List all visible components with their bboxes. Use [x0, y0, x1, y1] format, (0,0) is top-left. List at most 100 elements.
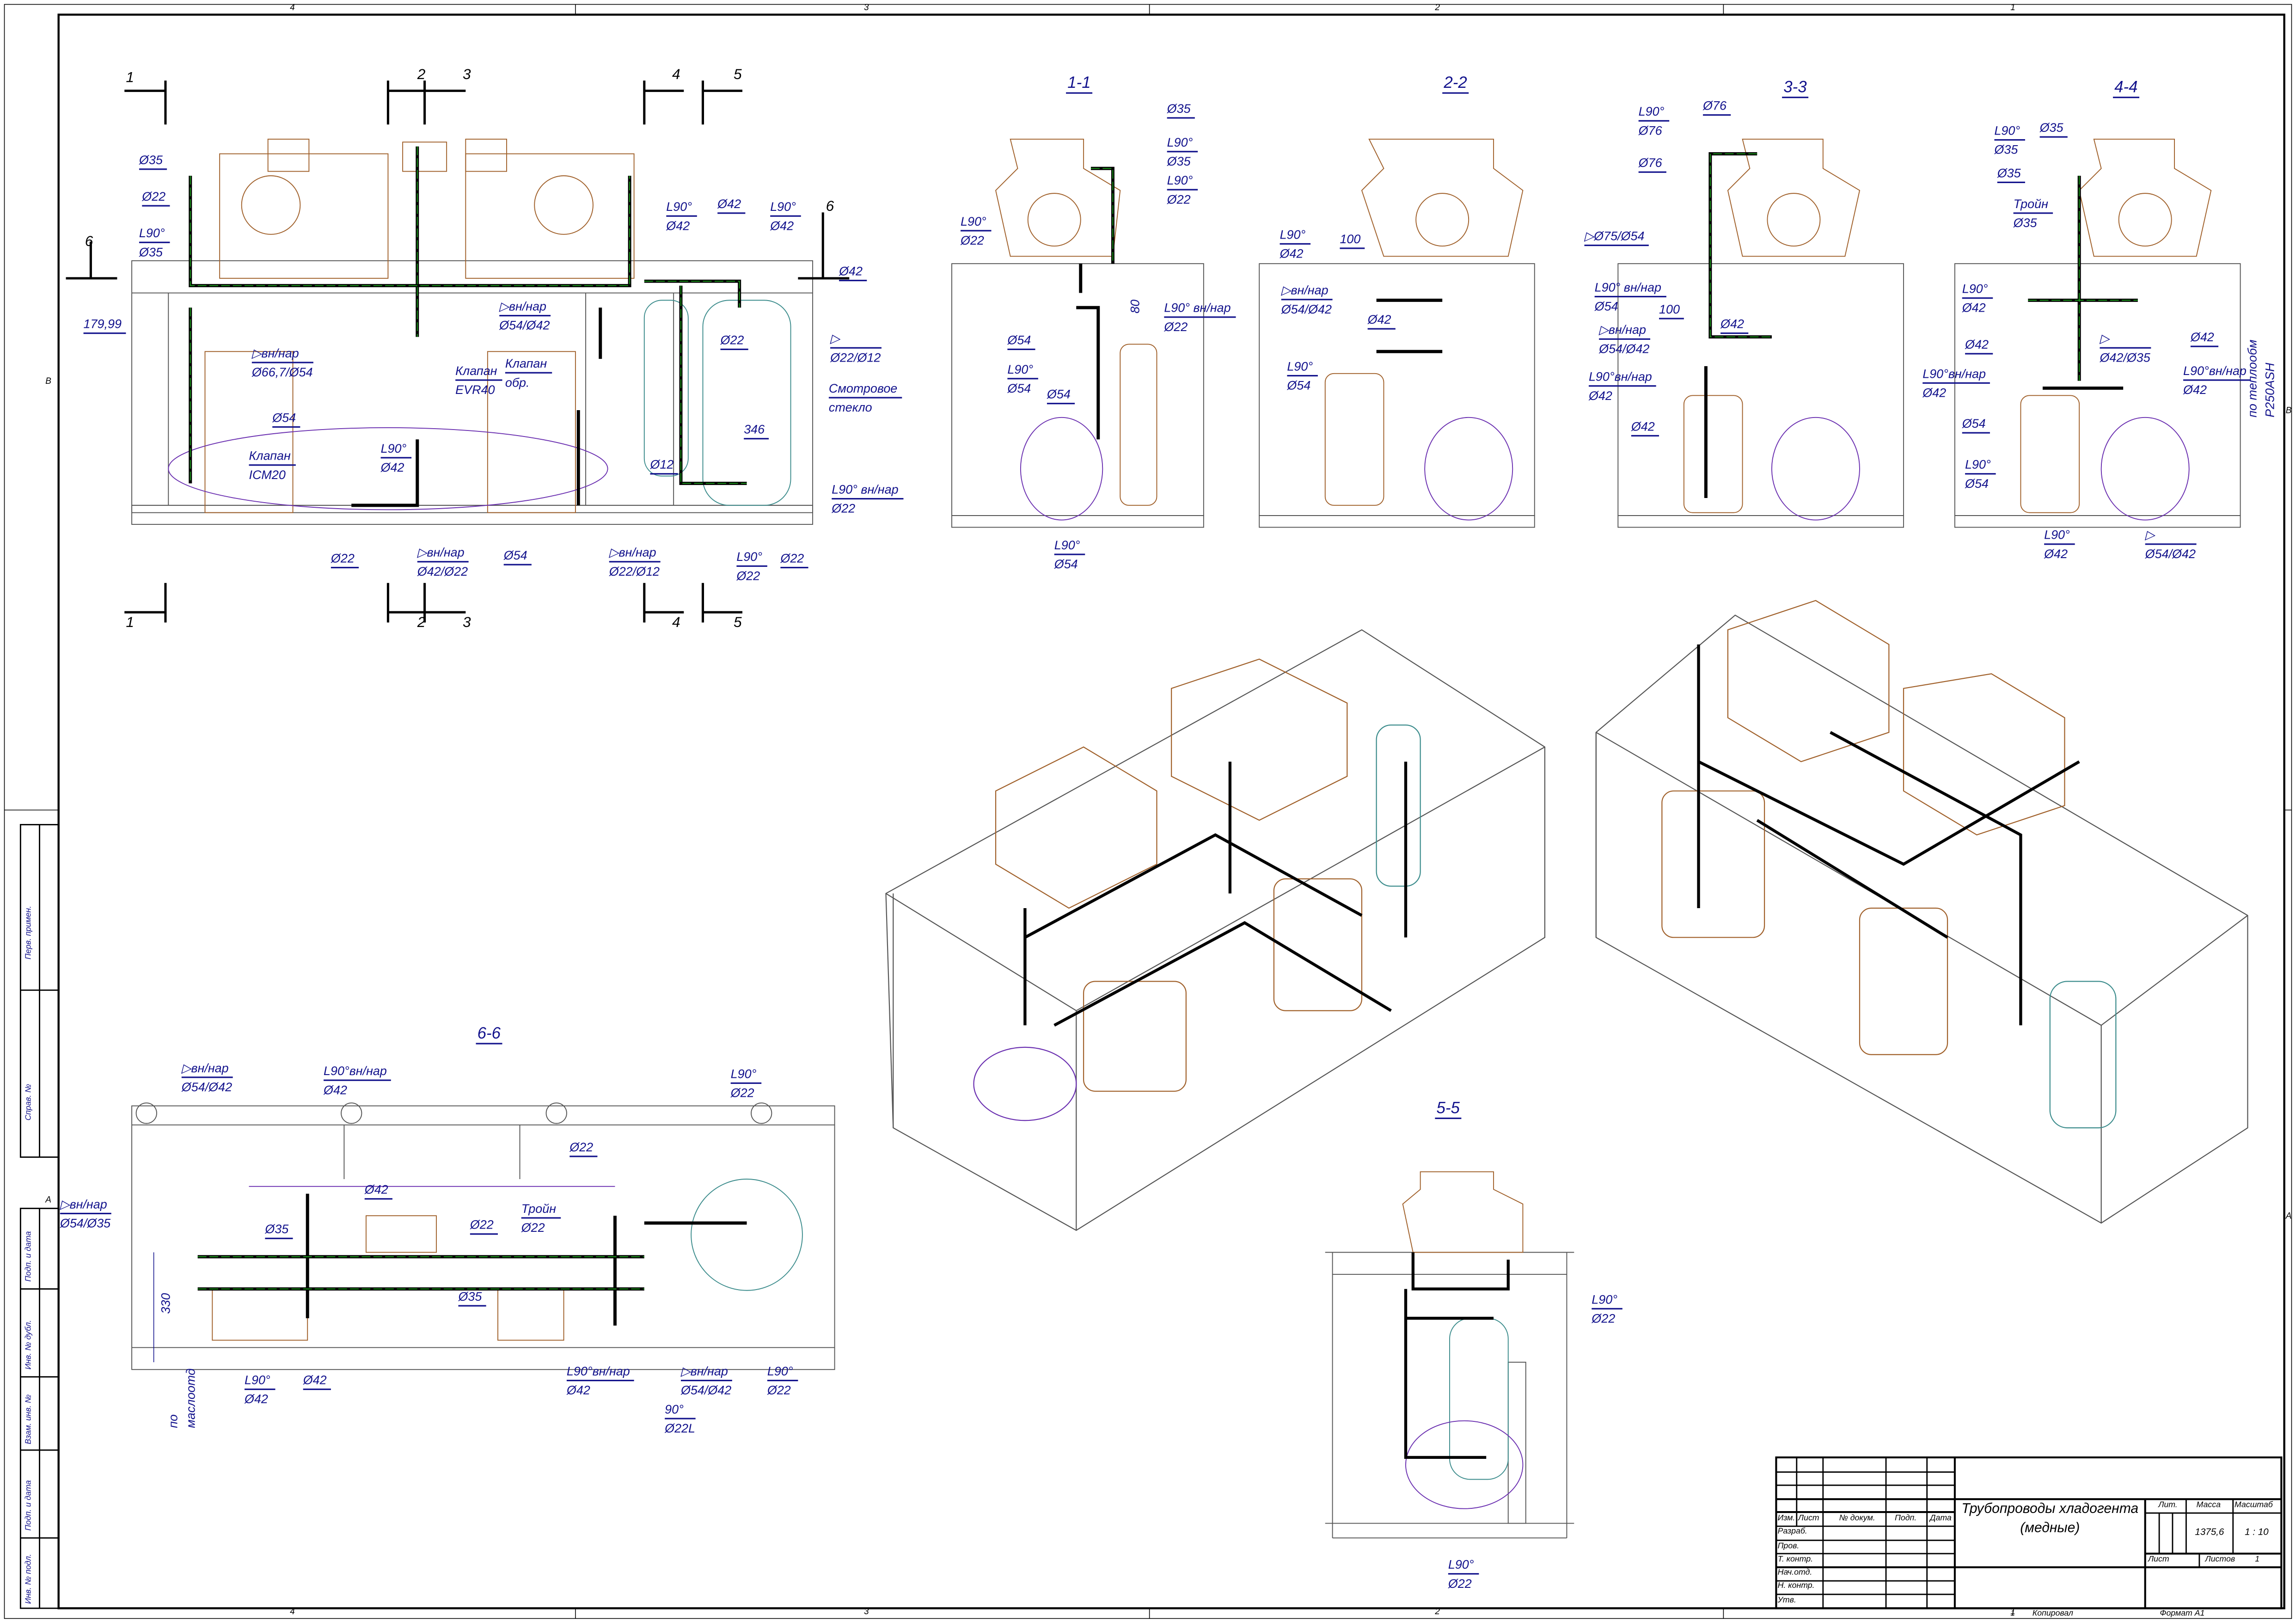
pipe-callout: Ø76	[1638, 154, 1667, 173]
callout-line-top: Ø35	[139, 151, 167, 170]
callout-line-top: 80	[1127, 299, 1142, 314]
pipe-callout: Ø76	[1703, 97, 1731, 116]
callout-line-top: Ø22	[569, 1138, 598, 1157]
section-mark-5-top: 5	[734, 67, 742, 84]
tb-header-sign: Подп.	[1895, 1514, 1917, 1524]
callout-line-bottom: EVR40	[455, 382, 495, 397]
pipe-callout: L90°Ø54	[1007, 360, 1038, 397]
callout-line-top: 330	[158, 1293, 173, 1314]
pipe-callout: Ø54	[1007, 331, 1035, 350]
callout-line-top: L90°	[139, 224, 170, 243]
callout-line-top: L90°	[961, 212, 991, 232]
callout-line-bottom: Ø22L	[665, 1420, 696, 1436]
callout-line-top: L90°	[1592, 1291, 1622, 1309]
callout-line-top: L90°вн/нар	[566, 1362, 635, 1382]
pipe-callout: Ø35	[2039, 119, 2068, 138]
pipe-callout: 346	[744, 420, 769, 440]
pipe-callout: 100	[1659, 300, 1684, 320]
callout-line-top: Ø54	[1007, 331, 1035, 350]
callout-line-top: Тройн	[521, 1199, 561, 1219]
pipe-callout: L90°Ø22	[1448, 1555, 1479, 1592]
callout-line-top: ▷вн/нар	[1599, 321, 1651, 340]
callout-line-top: L90°	[730, 1065, 761, 1084]
callout-line-top: Тройн	[2013, 195, 2053, 214]
callout-line-bottom: Ø42/Ø22	[417, 564, 468, 579]
pipe-callout: Ø35	[1167, 99, 1195, 119]
callout-line-top: Клапан	[455, 362, 502, 381]
pipe-callout: L90°Ø42	[1962, 280, 1992, 316]
pipe-callout: 100	[1340, 230, 1365, 249]
callout-line-top: 100	[1659, 300, 1684, 320]
sheet-frame	[4, 4, 2292, 1619]
isometric-views	[885, 600, 2248, 1231]
plan-view	[66, 80, 850, 623]
pipe-callout: Ø35	[458, 1287, 486, 1307]
callout-line-top: 100	[1340, 230, 1365, 249]
callout-line-top: Ø54	[1962, 414, 1990, 434]
pipe-callout: Ø42	[839, 262, 867, 282]
pipe-callout: L90°Ø42	[1280, 226, 1310, 262]
pipe-callout: L90°Ø22	[730, 1065, 761, 1101]
callout-line-bottom: Ø42	[380, 460, 404, 475]
callout-line-bottom: Ø22	[1592, 1311, 1616, 1326]
callout-line-top: L90°	[736, 548, 767, 567]
pipe-callout: Ø42	[1367, 311, 1396, 330]
callout-line-bottom: Ø22	[521, 1220, 545, 1235]
zone-bottom-1: 1	[2010, 1608, 2015, 1617]
view-title-5-5: 5-5	[1435, 1100, 1462, 1119]
pipe-callout: Ø42	[1965, 335, 1993, 355]
callout-line-top: L90°	[666, 198, 697, 217]
callout-line-bottom: стекло	[828, 400, 872, 415]
pipe-callout: ▷Ø75/Ø54	[1584, 227, 1649, 246]
tb-header-doc-no: № докум.	[1839, 1514, 1875, 1524]
view-title-6-6: 6-6	[476, 1025, 502, 1045]
section-mark-2-bottom: 2	[417, 615, 426, 632]
callout-line-top: L90°	[380, 439, 411, 459]
callout-line-top: L90°вн/нар	[324, 1062, 392, 1081]
tb-mass-value: 1375,6	[2195, 1527, 2224, 1538]
callout-line-bottom: Ø54	[1007, 381, 1031, 396]
view-title-1-1: 1-1	[1066, 75, 1092, 94]
callout-line-top: Ø35	[2039, 119, 2068, 138]
callout-line-top: L90°	[1448, 1555, 1479, 1575]
tb-sheets-label: Листов	[2205, 1555, 2235, 1565]
callout-line-top: ▷вн/нар	[417, 543, 469, 563]
view-title-2-2: 2-2	[1442, 75, 1469, 94]
section-mark-3-bottom: 3	[462, 615, 471, 632]
title-block-grid	[1775, 1456, 2283, 1610]
tb-copied-label: Копировал	[2032, 1610, 2073, 1619]
callout-line-top: по	[165, 1414, 180, 1428]
callout-line-bottom: маслоотд	[183, 1368, 198, 1428]
callout-line-top: Ø42	[364, 1180, 393, 1200]
callout-line-top: ▷вн/нар	[181, 1059, 233, 1078]
callout-line-bottom: Ø22	[961, 233, 984, 248]
section-mark-1-bottom: 1	[126, 615, 135, 632]
pipe-callout: 90°Ø22L	[665, 1400, 696, 1437]
tb-role-norm-control: Н. контр.	[1777, 1582, 1815, 1591]
tb-header-izm: Изм.	[1777, 1514, 1795, 1524]
callout-line-top: Ø42	[1367, 311, 1396, 330]
callout-line-bottom: Ø22	[1448, 1576, 1472, 1591]
pipe-callout: ▷Ø22/Ø12	[830, 330, 881, 366]
callout-line-bottom: Ø42	[770, 218, 794, 233]
callout-line-top: Ø76	[1703, 97, 1731, 116]
callout-line-top: L90° вн/нар	[832, 480, 903, 500]
tb-header-date: Дата	[1930, 1514, 1952, 1524]
callout-line-top: Смотровое	[828, 379, 902, 399]
pipe-callout: Ø35	[1997, 164, 2026, 183]
callout-line-bottom: Ø22/Ø12	[830, 350, 881, 365]
drawing-title-line-2: (медные)	[2020, 1520, 2080, 1537]
section-mark-3-top: 3	[462, 67, 471, 84]
callout-line-top: L90°	[1962, 280, 1992, 299]
callout-line-top: Ø12	[650, 455, 678, 475]
pipe-callout: L90°Ø22	[1167, 172, 1197, 208]
